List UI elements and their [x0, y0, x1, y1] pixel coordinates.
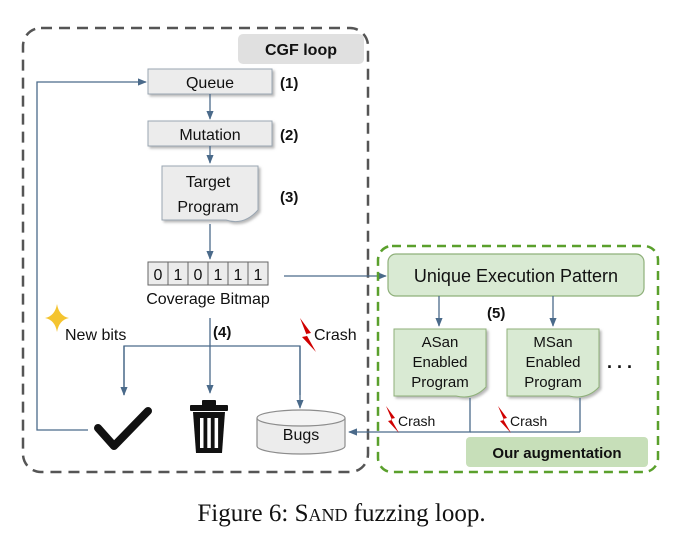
queue-label: Queue [186, 75, 234, 92]
augmentation-container [376, 244, 660, 474]
target-program-line2: Program [177, 199, 238, 216]
queue-box [147, 68, 273, 95]
msan-line2: Enabled [525, 354, 580, 371]
asan-program-box [393, 328, 487, 398]
bugs-label: Bugs [283, 427, 319, 444]
trash-icon [190, 400, 228, 453]
asan-line3: Program [411, 374, 469, 391]
asan-crash-label: Crash [398, 413, 435, 429]
step-4-label: (4) [213, 324, 231, 341]
lightning-icon [300, 318, 316, 352]
ellipsis: . . . [607, 352, 632, 372]
step-2-label: (2) [280, 127, 298, 144]
caption-name: Sand [294, 500, 348, 527]
target-program-line1: Target [186, 174, 231, 191]
bugs-database-icon [256, 409, 346, 455]
bitmap-bit: 1 [174, 267, 183, 284]
msan-line3: Program [524, 374, 582, 391]
msan-crash-label: Crash [510, 413, 547, 429]
augmentation-title-box [466, 437, 648, 467]
bitmap-bit: 1 [254, 267, 263, 284]
bitmap-bit: 0 [194, 267, 203, 284]
mutation-label: Mutation [179, 127, 240, 144]
figure-caption: Figure 6: Sand fuzzing loop. [0, 500, 683, 528]
msan-lightning-icon [498, 406, 511, 433]
caption-suffix: fuzzing loop. [347, 500, 486, 527]
bitmap-cell [247, 261, 269, 286]
bitmap-bit: 1 [214, 267, 223, 284]
new-bits-label: New bits [65, 327, 126, 344]
augmentation-title: Our augmentation [492, 445, 621, 462]
checkmark-icon [94, 407, 152, 450]
unique-execution-pattern-label: Unique Execution Pattern [414, 266, 618, 286]
bitmap-bit: 0 [154, 267, 163, 284]
unique-execution-pattern-box [387, 253, 645, 297]
step-3-label: (3) [280, 189, 298, 206]
msan-line1: MSan [533, 334, 572, 351]
cgf-loop-title-box [238, 34, 364, 64]
coverage-bitmap-label: Coverage Bitmap [146, 291, 270, 308]
bitmap-bit: 1 [234, 267, 243, 284]
cgf-loop-container [21, 26, 370, 474]
caption-prefix: Figure 6: [197, 500, 295, 527]
crash-label: Crash [314, 327, 357, 344]
sparkle-icon [45, 304, 69, 332]
target-program-box [161, 165, 259, 223]
feedback-loop-line [36, 78, 147, 431]
branch-horizontal [123, 345, 301, 395]
asan-line2: Enabled [412, 354, 467, 371]
asan-lightning-icon [386, 406, 399, 433]
asan-line1: ASan [422, 334, 459, 351]
step-5-label: (5) [487, 305, 505, 322]
step-1-label: (1) [280, 75, 298, 92]
msan-program-box [506, 328, 600, 398]
coverage-bitmap: 0 1 0 1 1 1 [147, 261, 269, 286]
cgf-loop-title: CGF loop [265, 42, 337, 59]
